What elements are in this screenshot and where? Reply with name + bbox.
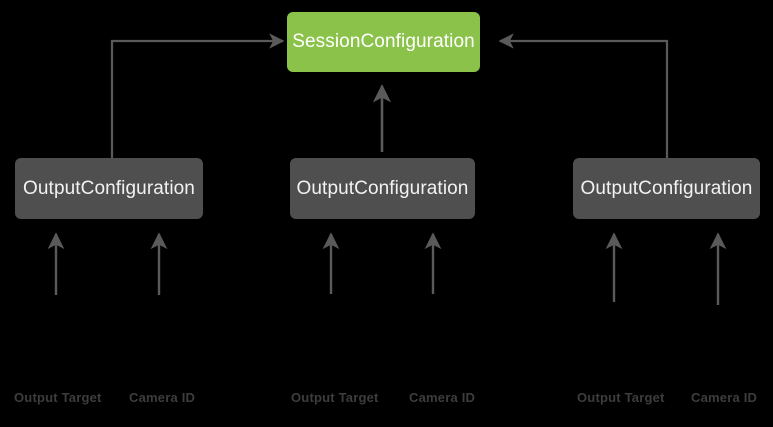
label-camera-id-left: Camera ID [129, 390, 196, 405]
edge-left-to-session [110, 33, 285, 158]
node-output-configuration-center[interactable]: OutputConfiguration [290, 158, 475, 219]
label-camera-id-center: Camera ID [409, 390, 476, 405]
node-session-configuration-label: SessionConfiguration [292, 31, 475, 52]
node-output-configuration-right[interactable]: OutputConfiguration [573, 158, 760, 219]
edge-right-to-session [498, 33, 669, 158]
node-session-configuration[interactable]: SessionConfiguration [287, 12, 480, 72]
node-output-configuration-center-label: OutputConfiguration [296, 177, 469, 199]
node-output-configuration-left-label: OutputConfiguration [23, 177, 195, 199]
node-output-configuration-right-label: OutputConfiguration [580, 177, 753, 199]
label-output-target-right: Output Target [577, 390, 665, 405]
label-output-target-left: Output Target [14, 390, 102, 405]
node-output-configuration-left[interactable]: OutputConfiguration [15, 158, 203, 219]
label-output-target-center: Output Target [291, 390, 379, 405]
label-camera-id-right: Camera ID [691, 390, 758, 405]
